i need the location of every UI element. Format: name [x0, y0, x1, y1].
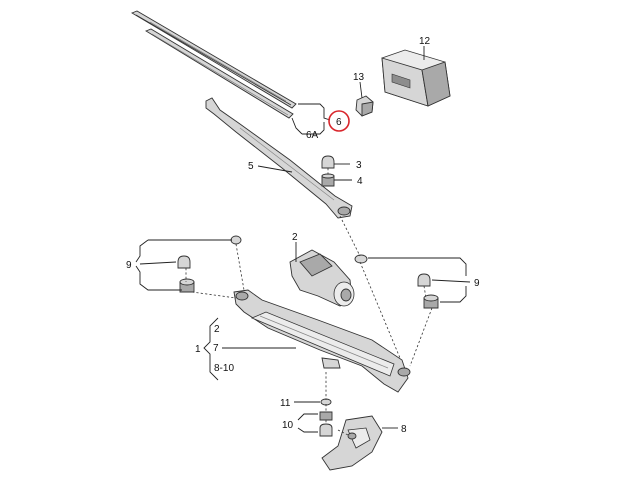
nut-part: [321, 173, 335, 187]
mounting-bracket: [321, 415, 383, 471]
callout-13: 13: [353, 72, 365, 83]
callout-1: 1: [195, 344, 201, 355]
callout-1-sub-8-10: 8-10: [214, 363, 234, 374]
wiper-blade: [130, 10, 297, 109]
callout-1-sub-2: 2: [214, 324, 220, 335]
highlight-circle: [328, 110, 350, 132]
callout-2: 2: [292, 232, 298, 243]
control-unit-box: [381, 49, 451, 107]
callout-3: 3: [356, 160, 362, 171]
buffer-right-mid: [417, 273, 431, 287]
callout-12: 12: [419, 36, 431, 47]
wiper-blade-insert: [144, 28, 294, 119]
callout-10: 10: [282, 420, 294, 431]
callout-8: 8: [401, 424, 407, 435]
callout-6a: 6A: [306, 130, 319, 141]
nut-washer: [319, 398, 333, 437]
wiper-arm: [205, 97, 353, 219]
buffer-right-top: [354, 254, 368, 264]
callout-11: 11: [280, 398, 291, 409]
leader-lines: [135, 46, 471, 433]
assembly-guides: [185, 168, 433, 437]
callout-1-sub-7: 7: [213, 343, 219, 354]
callout-6: 6: [336, 117, 342, 128]
wiper-motor: [289, 249, 355, 307]
buffer-right-low: [423, 294, 439, 309]
callout-9-left: 9: [126, 260, 132, 271]
buffer-left-top: [230, 235, 242, 245]
buffer-left-low: [179, 278, 195, 293]
callout-5: 5: [248, 161, 254, 172]
cap-part: [321, 155, 335, 169]
callout-9-right: 9: [474, 278, 480, 289]
callout-4: 4: [357, 176, 363, 187]
clip-part: [355, 95, 374, 117]
linkage-frame: [233, 289, 411, 393]
buffer-left-mid: [177, 255, 191, 269]
